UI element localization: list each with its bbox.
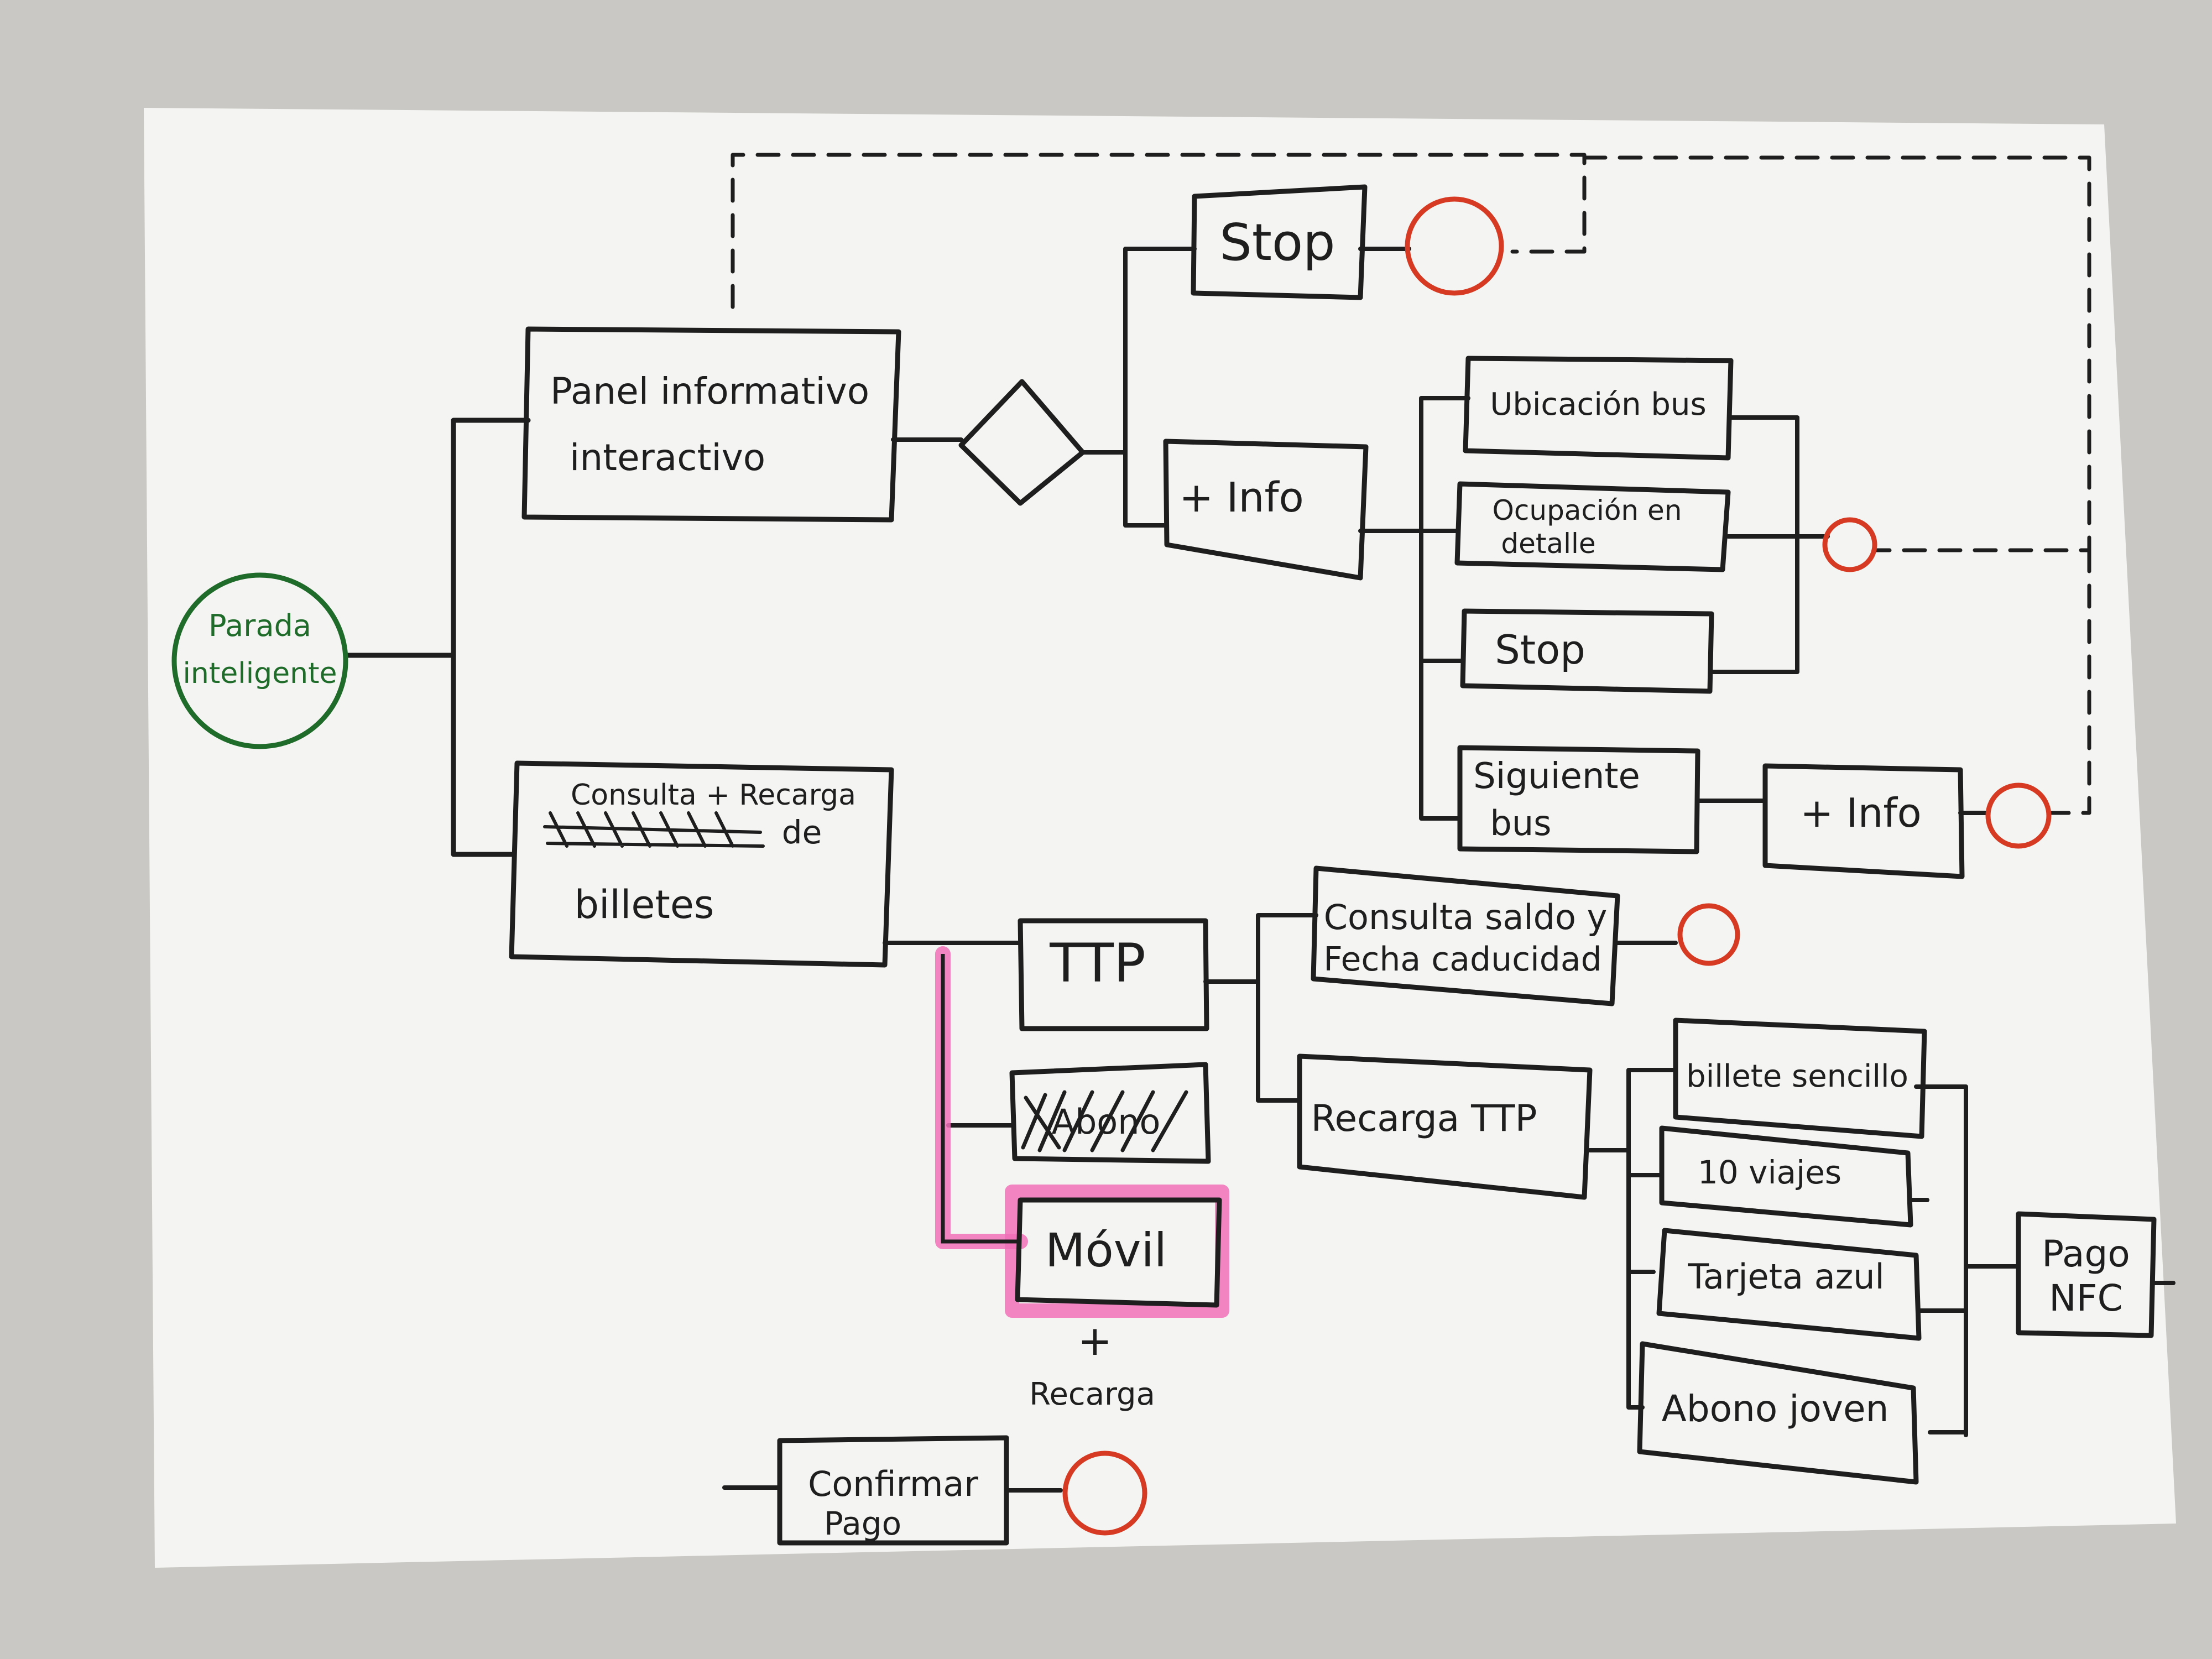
billete-box [1673, 1018, 1927, 1139]
info-box-1 [1163, 439, 1369, 581]
info-2-label: + Info [1800, 790, 1921, 836]
movil-label: Móvil [1045, 1223, 1167, 1277]
ocupacion-label-2: detalle [1501, 528, 1595, 560]
recarga-ttp-label: Recarga TTP [1311, 1097, 1537, 1140]
pago-nfc-label-1: Pago [2042, 1233, 2130, 1275]
end-node-confirmar [1062, 1451, 1147, 1536]
confirmar-label-2: Pago [824, 1505, 901, 1542]
paper-sheet [144, 108, 2176, 1568]
consulta-saldo-label-2: Fecha caducidad [1323, 940, 1601, 979]
struck-label: Abono [1052, 1102, 1161, 1142]
abono-label: Abono joven [1662, 1387, 1889, 1430]
confirmar-label-1: Confirmar [808, 1464, 978, 1504]
consulta-label-1: Consulta + Recarga [571, 779, 856, 812]
stop-top-label: Stop [1219, 213, 1335, 272]
stop-mid-box [1460, 608, 1714, 694]
ttp-label: TTP [1049, 932, 1145, 994]
panel-label-2: interactivo [570, 436, 765, 479]
start-label-1: Parada [208, 608, 311, 643]
connector-ttp-fanout [1203, 913, 1318, 1103]
end-node-saldo [1677, 903, 1740, 966]
pago-nfc-label-2: NFC [2049, 1277, 2122, 1319]
end-node-info [1985, 782, 2052, 849]
consulta-box [509, 760, 894, 968]
panel-label-1: Panel informativo [550, 370, 869, 413]
decision-diamond [958, 379, 1086, 506]
abono-box [1637, 1341, 1919, 1485]
ttp-box [1018, 918, 1209, 1031]
recarga-ttp-box [1297, 1053, 1593, 1200]
connector-info-fanout [1358, 396, 1470, 821]
movil-box [1015, 1197, 1222, 1308]
connector-confirmar [722, 1485, 1063, 1493]
consulta-scribble [543, 811, 765, 848]
ocupacion-box [1454, 481, 1731, 572]
diez-viajes-label: 10 viajes [1698, 1154, 1841, 1191]
connector-right-bracket [1908, 1084, 2176, 1437]
end-node-ocupacion [1822, 517, 1877, 572]
start-node [171, 572, 348, 749]
siguiente-box [1457, 745, 1700, 854]
connector-decision-branches [1079, 247, 1197, 528]
plus-label: + [1078, 1317, 1112, 1365]
siguiente-label-1: Siguiente [1473, 756, 1640, 797]
struck-box [1009, 1062, 1211, 1164]
tarjeta-box [1656, 1228, 1922, 1341]
ubicacion-box [1463, 356, 1734, 461]
dashed-loop-right [1582, 155, 2091, 815]
consulta-label-3: billetes [575, 882, 714, 927]
connector-right-merge [1709, 415, 1830, 674]
start-label-2: inteligente [182, 657, 337, 690]
connector-recarga-fanout [1588, 1068, 1678, 1410]
ubicacion-label: Ubicación bus [1490, 387, 1706, 422]
panel-box [521, 326, 901, 523]
consulta-saldo-box [1311, 865, 1620, 1006]
billete-label: billete sencillo [1686, 1058, 1908, 1094]
confirmar-box [777, 1435, 1009, 1546]
info-1-label: + Info [1179, 474, 1304, 521]
diez-viajes-box [1659, 1125, 1913, 1228]
stop-mid-label: Stop [1495, 627, 1585, 673]
siguiente-label-2: bus [1490, 803, 1552, 843]
connector-start [343, 418, 531, 857]
consulta-saldo-label-1: Consulta saldo y [1324, 897, 1608, 937]
consulta-label-2: de [782, 813, 822, 851]
pago-nfc-box [2016, 1211, 2157, 1338]
ocupacion-label-1: Ocupación en [1493, 494, 1682, 526]
tarjeta-label: Tarjeta azul [1687, 1256, 1885, 1297]
stop-top-box [1191, 184, 1368, 300]
connector-siguiente-info [1695, 799, 1989, 815]
struck-scribble [1021, 1090, 1188, 1152]
recarga-note-label: Recarga [1029, 1376, 1155, 1412]
highlight-movil-box [1005, 1185, 1229, 1318]
end-node-stop [1405, 196, 1504, 296]
dashed-loop-top [731, 153, 1587, 309]
info-box-2 [1762, 763, 1965, 879]
highlight-route-ink [941, 954, 1020, 1244]
